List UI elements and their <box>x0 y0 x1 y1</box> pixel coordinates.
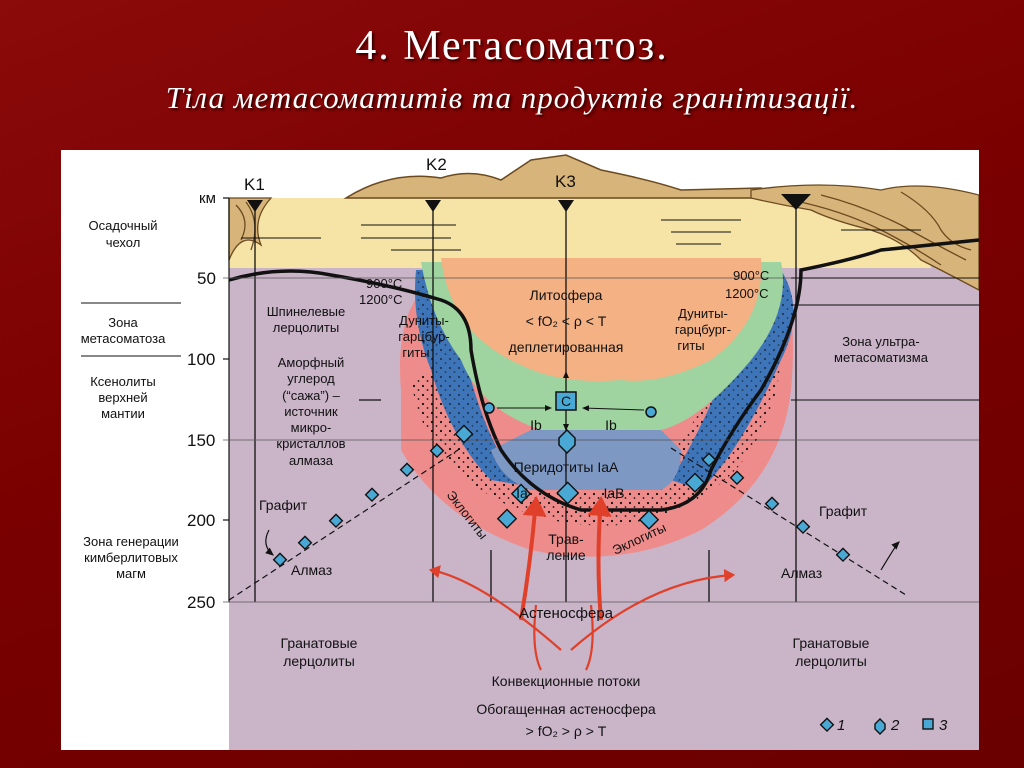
well-label-k3: K3 <box>555 172 576 191</box>
svg-text:источник: источник <box>284 404 338 419</box>
lithosphere-depleted-zone <box>441 258 762 381</box>
label-metasomatism-2: метасоматоза <box>81 331 166 346</box>
svg-text:< fO₂ < ρ < T: < fO₂ < ρ < T <box>526 313 607 329</box>
slide-subtitle: Тіла метасоматитів та продуктів гранітиз… <box>165 80 859 115</box>
svg-text:(“сажа”) –: (“сажа”) – <box>282 388 341 403</box>
svg-text:IaB: IaB <box>603 485 624 501</box>
label-kimberlite-3: магм <box>116 566 146 581</box>
folded-strata-left <box>228 197 273 261</box>
label-sediment-2: чехол <box>106 235 141 250</box>
depth-tick-150: 150 <box>187 431 215 450</box>
svg-text:деплетированная: деплетированная <box>509 339 624 355</box>
svg-text:Ib: Ib <box>605 417 617 433</box>
svg-text:Гранатовые: Гранатовые <box>281 635 358 651</box>
label-xenoliths-3: мантии <box>101 406 145 421</box>
svg-text:Дуниты-: Дуниты- <box>678 306 728 321</box>
svg-text:Ib: Ib <box>530 417 542 433</box>
convection-arrows <box>519 496 612 621</box>
svg-text:900°C: 900°C <box>366 276 402 291</box>
svg-text:Шпинелевые: Шпинелевые <box>267 304 346 319</box>
zone-labels: C Ib Ib Перидотиты IaA Ia IaB Трав- лени… <box>514 393 625 563</box>
label-kimberlite-2: кимберлитовых <box>84 550 178 565</box>
svg-text:C: C <box>561 393 571 409</box>
svg-text:Зона ультра-: Зона ультра- <box>842 334 919 349</box>
svg-text:ление: ление <box>546 547 586 563</box>
convection-flow-arrows <box>428 565 736 671</box>
svg-text:1: 1 <box>837 717 845 734</box>
svg-text:Литосфера: Литосфера <box>530 287 603 303</box>
label-metasomatism-1: Зона <box>108 315 138 330</box>
label-kimberlite-1: Зона генерации <box>83 534 179 549</box>
well-markers <box>247 194 811 212</box>
svg-text:кристаллов: кристаллов <box>276 436 345 451</box>
svg-text:Гранатовые: Гранатовые <box>793 635 870 651</box>
ultra-metasomatism-labels: Зона ультра- метасоматизма <box>834 334 929 365</box>
temperature-labels: 900°C 1200°C 900°C 1200°C <box>359 268 769 307</box>
spinel-amorphous-labels: Шпинелевые лерцолиты Аморфный углерод (“… <box>267 304 346 468</box>
surface-relief <box>343 154 782 199</box>
depth-unit-label: км <box>199 190 216 207</box>
label-sediment-1: Осадочный <box>89 218 158 233</box>
geology-diagram-figure: K1 K2 K3 км 50 100 150 200 250 Осадочный… <box>61 150 979 750</box>
svg-text:Аморфный: Аморфный <box>278 355 345 370</box>
kimberlite-path-left <box>228 447 462 601</box>
svg-text:1200°C: 1200°C <box>359 292 403 307</box>
asthenosphere-label: Астеносфера <box>519 605 614 622</box>
svg-text:Алмаз: Алмаз <box>291 562 332 578</box>
label-xenoliths-2: верхней <box>98 390 147 405</box>
slide-title: 4. Метасоматоз. <box>355 23 669 69</box>
svg-text:гарцбур-: гарцбур- <box>398 329 449 344</box>
svg-text:лерцолиты: лерцолиты <box>273 320 339 335</box>
svg-text:гиты: гиты <box>677 338 704 353</box>
metasomatism-boundary <box>228 238 979 512</box>
svg-text:2: 2 <box>890 717 900 734</box>
svg-text:Дуниты-: Дуниты- <box>399 313 449 328</box>
svg-text:1200°C: 1200°C <box>725 286 769 301</box>
svg-text:Графит: Графит <box>819 503 868 519</box>
enriched-label-2: > fO₂ > ρ > T <box>526 723 607 739</box>
diamond-markers <box>272 424 851 568</box>
svg-text:лерцолиты: лерцолиты <box>795 653 867 669</box>
convection-label: Конвекционные потоки <box>492 673 641 689</box>
depth-tick-250: 250 <box>187 593 215 612</box>
garnet-lherzolite-labels: Гранатовые лерцолиты Гранатовые лерцолит… <box>281 635 870 669</box>
enriched-label-1: Обогащенная астеносфера <box>476 701 656 717</box>
svg-text:лерцолиты: лерцолиты <box>283 653 355 669</box>
svg-text:3: 3 <box>939 717 948 734</box>
svg-text:Графит: Графит <box>259 497 308 513</box>
peridotite-inner-zone <box>491 430 681 490</box>
svg-text:гиты: гиты <box>402 345 429 360</box>
svg-text:углерод: углерод <box>287 371 335 386</box>
graphite-diamond-labels: Графит Графит Алмаз Алмаз <box>259 497 868 581</box>
well-label-k2: K2 <box>426 155 447 174</box>
svg-text:метасоматизма: метасоматизма <box>834 350 929 365</box>
well-label-k1: K1 <box>244 175 265 194</box>
svg-text:Трав-: Трав- <box>548 531 584 547</box>
svg-text:900°C: 900°C <box>733 268 769 283</box>
metasomatism-diagram: K1 K2 K3 км 50 100 150 200 250 Осадочный… <box>81 154 979 750</box>
inner-zone-markers <box>483 371 657 455</box>
dunite-labels: Дуниты- гарцбур- гиты Дуниты- гарцбург- … <box>398 306 731 360</box>
svg-text:микро-: микро- <box>291 420 332 435</box>
svg-text:Алмаз: Алмаз <box>781 565 822 581</box>
svg-text:Перидотиты IaA: Перидотиты IaA <box>514 459 619 475</box>
depth-tick-50: 50 <box>197 269 216 288</box>
svg-text:алмаза: алмаза <box>289 453 334 468</box>
depth-tick-200: 200 <box>187 511 215 530</box>
kimberlite-path-right <box>670 447 907 596</box>
depth-tick-100: 100 <box>187 350 215 369</box>
label-xenoliths-1: Ксенолиты <box>90 374 156 389</box>
sediment-ticks <box>241 219 921 251</box>
symbol-legend: 1 2 3 <box>819 717 948 735</box>
lithosphere-labels: Литосфера < fO₂ < ρ < T деплетированная <box>509 287 624 355</box>
svg-text:Ia: Ia <box>516 485 528 501</box>
left-legend-labels: Осадочный чехол Зона метасоматоза Ксенол… <box>81 218 181 581</box>
svg-text:гарцбург-: гарцбург- <box>675 322 731 337</box>
